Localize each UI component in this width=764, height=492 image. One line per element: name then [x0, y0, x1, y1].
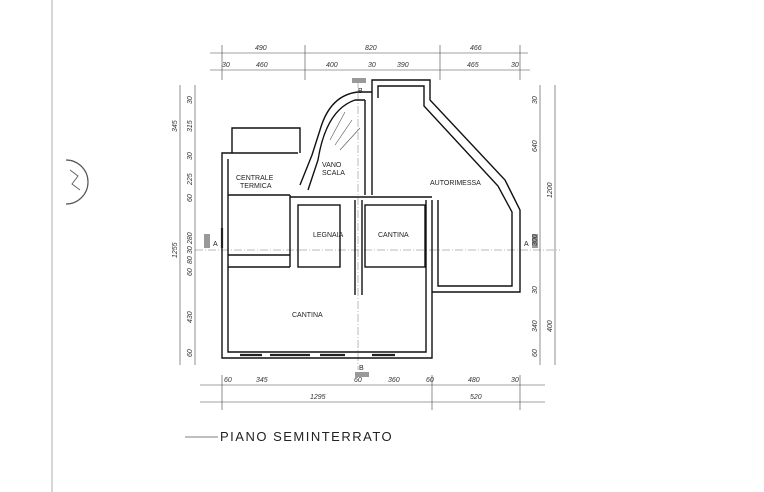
section-marker-b-bottom-hatch — [355, 372, 369, 377]
dim-right-detail: 30 — [532, 96, 539, 104]
dim-left-detail: 80 — [187, 256, 194, 264]
section-marker-a-right-hatch — [532, 234, 538, 248]
dim-bottom-detail: 60 — [224, 377, 232, 384]
room-label-termica: TERMICA — [240, 183, 272, 190]
room-label-vano: VANO — [322, 162, 342, 169]
dim-bottom-overall: 1295 — [310, 394, 326, 401]
stair-treads — [329, 111, 361, 151]
dim-left: 345 1255 30 315 30 225 60 280 30 80 60 4… — [172, 96, 194, 357]
dim-top-detail: 390 — [397, 62, 409, 69]
dim-right-overall: 1200 — [547, 182, 554, 198]
section-marker-b-top-hatch — [352, 78, 366, 83]
dim-left-detail: 60 — [187, 194, 194, 202]
windows — [220, 228, 395, 357]
dim-top-detail: 460 — [256, 62, 268, 69]
dim-left-overall: 1255 — [172, 242, 179, 258]
dim-left-detail: 225 — [187, 173, 194, 186]
dim-right-detail: 60 — [532, 349, 539, 357]
dim-top-detail: 30 — [511, 62, 519, 69]
room-label-cantina-large: CANTINA — [292, 312, 323, 319]
section-marker-b-top: B — [358, 88, 363, 95]
dim-bottom-detail: 360 — [388, 377, 400, 384]
section-marker-a-right: A — [524, 241, 529, 248]
dim-bottom-detail: 345 — [256, 377, 268, 384]
dim-top-overall: 820 — [365, 45, 377, 52]
dim-bottom-overall: 520 — [470, 394, 482, 401]
section-marker-a-left: A — [213, 241, 218, 248]
dim-top-detail: 465 — [467, 62, 479, 69]
dim-bottom-detail: 480 — [468, 377, 480, 384]
dim-left-detail: 60 — [187, 349, 194, 357]
dim-top-overall: 490 — [255, 45, 267, 52]
dim-right: 1200 400 30 640 300 30 340 60 — [532, 96, 554, 357]
dim-right-overall: 400 — [547, 320, 554, 332]
dim-left-detail: 30 — [187, 246, 194, 254]
dim-right-detail: 640 — [532, 140, 539, 152]
dim-left-overall: 345 — [172, 120, 179, 132]
dim-bottom-detail: 60 — [354, 377, 362, 384]
room-label-cantina: CANTINA — [378, 232, 409, 239]
dim-left-detail: 280 — [187, 232, 194, 245]
walls — [221, 79, 521, 359]
dim-bottom-detail: 30 — [511, 377, 519, 384]
dim-left-detail: 315 — [187, 120, 194, 132]
dim-top-detail: 30 — [368, 62, 376, 69]
dim-top-detail: 30 — [222, 62, 230, 69]
room-label-autorimessa: AUTORIMESSA — [430, 180, 481, 187]
dim-left-detail: 30 — [187, 152, 194, 160]
dim-bottom-detail: 60 — [426, 377, 434, 384]
dim-top-detail: 400 — [326, 62, 338, 69]
dim-right-detail: 30 — [532, 286, 539, 294]
dim-right-detail: 300 — [532, 234, 539, 246]
room-label-centrale: CENTRALE — [236, 175, 274, 182]
room-label-legnaia: LEGNAIA — [313, 232, 344, 239]
dimension-lines — [179, 45, 556, 410]
dim-left-detail: 30 — [187, 96, 194, 104]
dim-top-overall: 466 — [470, 45, 482, 52]
stamp — [65, 159, 89, 205]
dim-right-detail: 340 — [532, 320, 539, 332]
section-marker-b-bottom: B — [359, 365, 364, 372]
drawing-title: PIANO SEMINTERRATO — [220, 429, 393, 444]
dim-left-detail: 430 — [187, 311, 194, 323]
section-marker-a-left-hatch — [204, 234, 210, 248]
dim-left-detail: 60 — [187, 268, 194, 276]
room-label-scala: SCALA — [322, 170, 345, 177]
